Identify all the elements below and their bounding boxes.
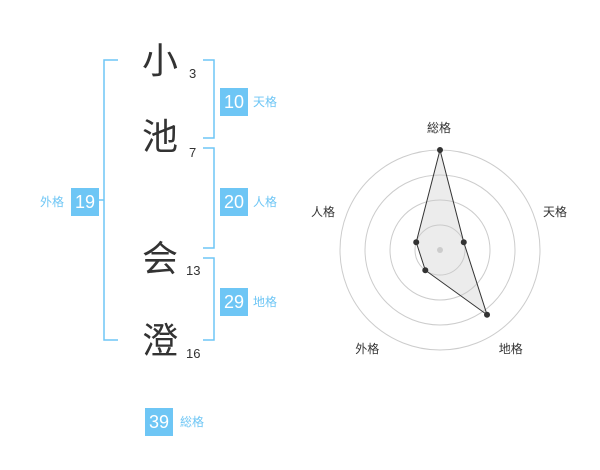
chikaku-bracket <box>203 257 215 341</box>
jinkaku-label: 人格 <box>253 195 278 209</box>
radar-axis-label-4: 外格 <box>355 341 380 356</box>
jinkaku-badge: 20 <box>220 188 248 216</box>
tenkaku-label: 天格 <box>253 95 278 109</box>
stroke-count-4: 16 <box>186 346 201 361</box>
radar-axis-label-1: 総格 <box>427 121 452 135</box>
soukaku-badge: 39 <box>145 408 173 436</box>
radar-ring-3 <box>364 174 516 326</box>
radar-point-4 <box>422 267 429 274</box>
gaikaku-badge: 19 <box>71 188 99 216</box>
radar-polygon <box>415 149 488 317</box>
stroke-count-2: 7 <box>189 145 197 160</box>
radar-axis-label-3: 地格 <box>498 341 523 356</box>
name-char-1: 小 <box>141 41 178 82</box>
soukaku-label: 総格 <box>180 415 205 429</box>
radar-point-2 <box>460 239 467 246</box>
name-char-2: 池 <box>141 117 178 158</box>
radar-point-3 <box>484 311 491 318</box>
stroke-count-1: 3 <box>189 66 197 81</box>
tenkaku-bracket <box>203 59 215 139</box>
jinkaku-bracket <box>203 147 215 249</box>
chikaku-badge: 29 <box>220 288 248 316</box>
name-char-3: 会 <box>141 239 178 280</box>
chikaku-label: 地格 <box>253 295 278 309</box>
radar-point-1 <box>437 147 443 153</box>
tenkaku-badge: 10 <box>220 88 248 116</box>
radar-axis-label-2: 天格 <box>543 205 568 220</box>
name-char-4: 澄 <box>141 321 178 362</box>
radar-axis-label-5: 人格 <box>310 205 335 220</box>
radar-ring-1 <box>414 224 466 276</box>
gaikaku-label: 外格 <box>40 195 65 209</box>
radar-point-5 <box>413 239 420 246</box>
radar-center-point <box>437 247 443 253</box>
stroke-count-3: 13 <box>186 263 201 278</box>
radar-ring-2 <box>389 199 491 301</box>
